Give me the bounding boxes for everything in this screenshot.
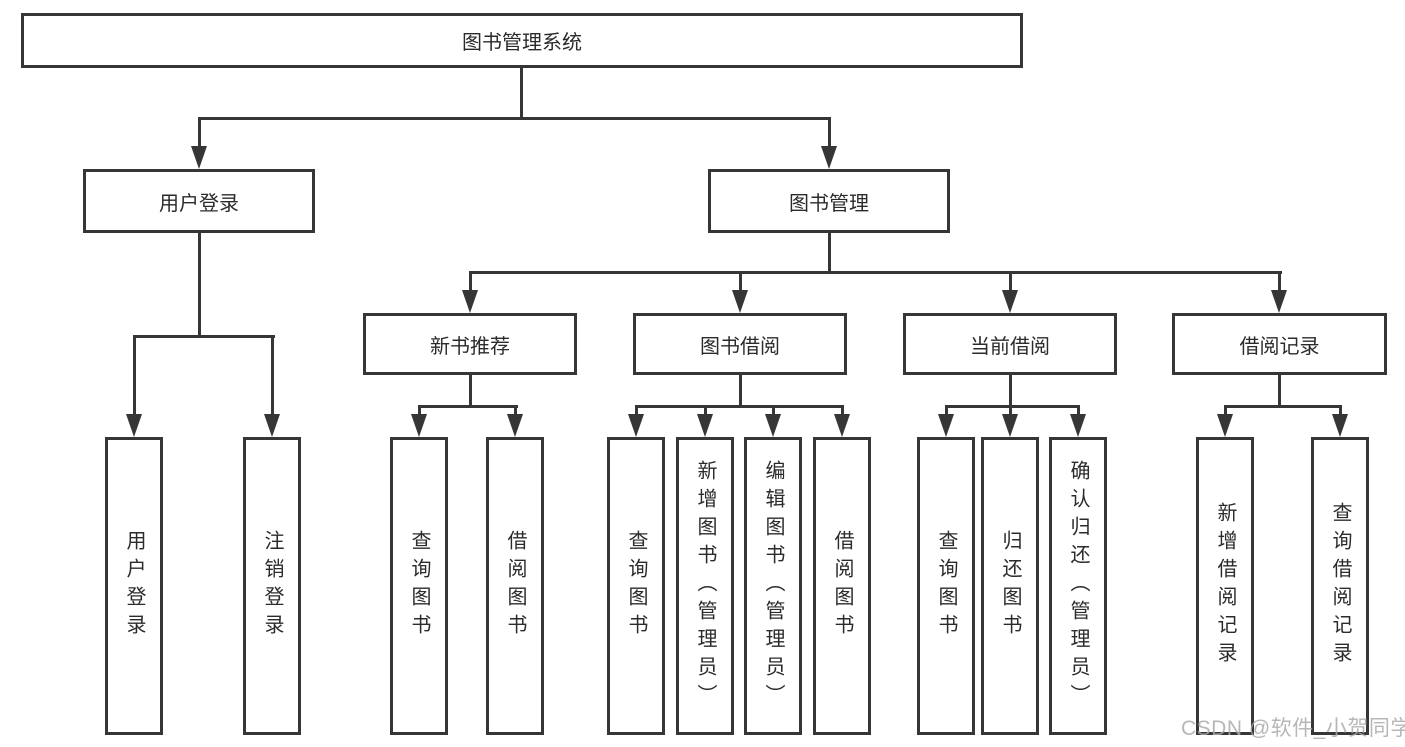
node-leaf-return-books: 归还图书 — [981, 437, 1039, 735]
arrow-down-icon — [1271, 290, 1287, 313]
arrow-down-icon — [191, 146, 207, 169]
arrow-down-icon — [1217, 414, 1233, 437]
connector-line — [1278, 271, 1281, 292]
node-label: 借阅记录 — [1239, 335, 1320, 358]
connector-line — [635, 405, 638, 417]
arrow-down-icon — [834, 414, 850, 437]
node-leaf-user-login: 用户登录 — [105, 437, 163, 735]
connector-line — [198, 233, 201, 337]
node-leaf-borrow-books-2: 借阅图书 — [813, 437, 871, 735]
connector-line — [1009, 405, 1012, 417]
connector-line — [1224, 405, 1227, 417]
arrow-down-icon — [1002, 290, 1018, 313]
node-label: 当前借阅 — [970, 335, 1050, 358]
node-label: 图书借阅 — [700, 335, 780, 358]
node-leaf-borrow-books-1: 借阅图书 — [486, 437, 544, 735]
connector-line — [514, 405, 517, 417]
node-label: 用户登录 — [123, 530, 145, 642]
arrow-down-icon — [126, 414, 142, 437]
connector-line — [1278, 375, 1281, 408]
connector-line — [133, 335, 275, 338]
node-current-borrowing: 当前借阅 — [903, 313, 1117, 375]
connector-line — [635, 405, 844, 408]
connector-line — [704, 405, 707, 417]
node-leaf-query-books-3: 查询图书 — [917, 437, 975, 735]
arrow-down-icon — [1332, 414, 1348, 437]
node-label: 用户登录 — [159, 192, 239, 215]
arrow-down-icon — [821, 146, 837, 169]
node-leaf-query-books-2: 查询图书 — [607, 437, 665, 735]
arrow-down-icon — [765, 414, 781, 437]
arrow-down-icon — [628, 414, 644, 437]
node-label: 查询借阅记录 — [1329, 502, 1351, 670]
connector-line — [945, 405, 1080, 408]
node-label: 新增图书（管理员） — [694, 460, 716, 712]
node-leaf-query-books-1: 查询图书 — [390, 437, 448, 735]
connector-line — [841, 405, 844, 417]
connector-line — [1009, 375, 1012, 408]
node-leaf-edit-book-admin: 编辑图书（管理员） — [744, 437, 802, 735]
connector-line — [945, 405, 948, 417]
node-label: 确认归还（管理员） — [1067, 460, 1089, 712]
connector-line — [469, 271, 472, 292]
arrow-down-icon — [938, 414, 954, 437]
arrow-down-icon — [507, 414, 523, 437]
connector-line — [198, 117, 831, 120]
connector-line — [1077, 405, 1080, 417]
connector-line — [739, 271, 742, 292]
connector-line — [469, 375, 472, 408]
node-label: 图书管理 — [789, 192, 869, 215]
node-user-login: 用户登录 — [83, 169, 315, 233]
node-label: 注销登录 — [261, 530, 283, 642]
connector-line — [828, 233, 831, 274]
node-label: 查询图书 — [625, 530, 647, 642]
node-label: 借阅图书 — [504, 530, 526, 642]
node-leaf-add-book-admin: 新增图书（管理员） — [676, 437, 734, 735]
connector-line — [772, 405, 775, 417]
connector-line — [469, 271, 1282, 274]
arrow-down-icon — [697, 414, 713, 437]
node-leaf-add-borrow-record: 新增借阅记录 — [1196, 437, 1254, 735]
node-leaf-query-borrow-record: 查询借阅记录 — [1311, 437, 1369, 735]
node-label: 归还图书 — [999, 530, 1021, 642]
node-label: 图书管理系统 — [462, 32, 582, 54]
arrow-down-icon — [1070, 414, 1086, 437]
node-new-book-recommend: 新书推荐 — [363, 313, 577, 375]
arrow-down-icon — [1002, 414, 1018, 437]
node-label: 查询图书 — [935, 530, 957, 642]
arrow-down-icon — [264, 414, 280, 437]
connector-line — [1339, 405, 1342, 417]
arrow-down-icon — [732, 290, 748, 313]
node-label: 查询图书 — [408, 530, 430, 642]
node-leaf-logout: 注销登录 — [243, 437, 301, 735]
node-leaf-confirm-return-admin: 确认归还（管理员） — [1049, 437, 1107, 735]
connector-line — [1009, 271, 1012, 292]
node-label: 新书推荐 — [430, 335, 510, 358]
connector-line — [418, 405, 518, 408]
connector-line — [198, 117, 201, 149]
node-book-management: 图书管理 — [708, 169, 950, 233]
connector-line — [418, 405, 421, 417]
node-borrowing-records: 借阅记录 — [1172, 313, 1387, 375]
connector-line — [739, 375, 742, 408]
node-label: 新增借阅记录 — [1214, 502, 1236, 670]
connector-line — [133, 335, 136, 416]
csdn-watermark: CSDN @软件_小贺同学 — [1181, 717, 1405, 740]
node-label: 借阅图书 — [831, 530, 853, 642]
connector-line — [1224, 405, 1341, 408]
arrow-down-icon — [462, 290, 478, 313]
connector-line — [271, 335, 274, 416]
arrow-down-icon — [411, 414, 427, 437]
connector-line — [828, 117, 831, 149]
connector-line — [520, 68, 523, 119]
node-book-management-system: 图书管理系统 — [21, 13, 1023, 68]
node-label: 编辑图书（管理员） — [762, 460, 784, 712]
node-book-borrowing: 图书借阅 — [633, 313, 847, 375]
